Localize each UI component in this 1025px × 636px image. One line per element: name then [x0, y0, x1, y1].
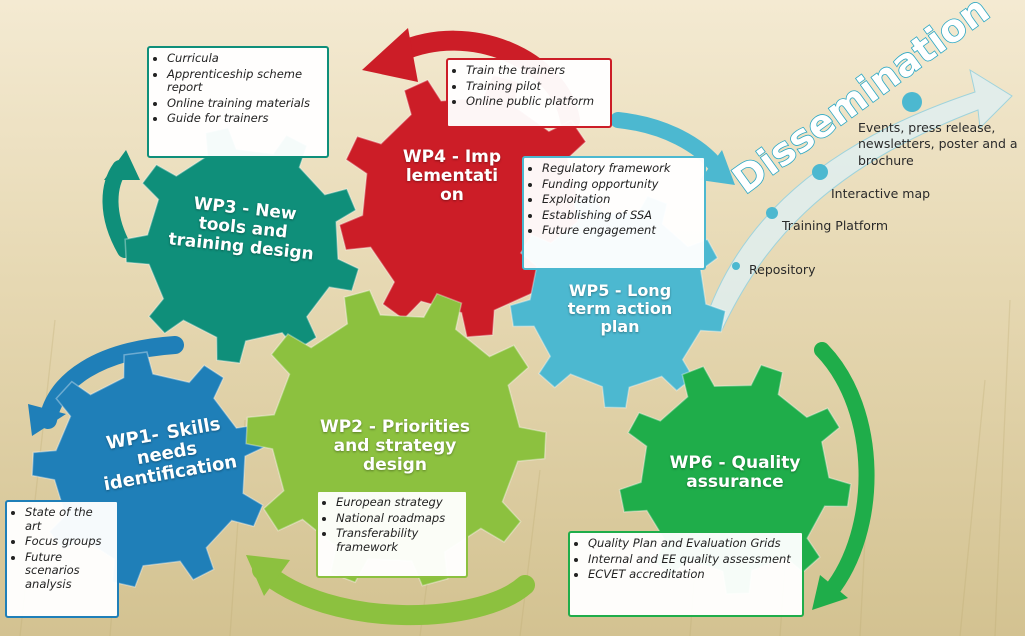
wp2-title: WP2 - Priorities and strategy design [319, 417, 471, 476]
wp6-item: Internal and EE quality assessment [588, 552, 796, 567]
wp5-item: Exploitation [542, 193, 698, 207]
wp3-item: Apprenticeship scheme report [167, 67, 321, 95]
wp6-item: ECVET accreditation [588, 568, 796, 582]
cycle-arrow-cyan [610, 112, 726, 176]
wp3-deliverables: Curricula Apprenticeship scheme report O… [147, 46, 329, 158]
wp6-deliverables: Quality Plan and Evaluation Grids Intern… [568, 531, 804, 617]
wp5-title: WP5 - Long term action plan [567, 281, 673, 336]
wp5-item: Future engagement [542, 224, 698, 238]
wp3-item: Curricula [167, 51, 321, 66]
wp5-item: Funding opportunity [542, 177, 698, 192]
wp1-deliverables: State of the art Focus groups Future sce… [5, 500, 119, 618]
wp6-title: WP6 - Quality assurance [669, 453, 801, 493]
wp1-item: State of the art [25, 505, 111, 533]
wp2-item: European strategy [336, 495, 460, 510]
wp5-item: Establishing of SSA [542, 208, 698, 223]
dissemination-item-interactive-map: Interactive map [831, 186, 931, 201]
wp4-deliverables: Train the trainers Training pilot Online… [446, 58, 612, 128]
cycle-arrow-teal [102, 160, 133, 258]
cycle-arrow-blue [39, 336, 184, 429]
wp4-item: Train the trainers [466, 63, 604, 78]
cycle-arrow-green-head [246, 555, 290, 596]
wp2-item: National roadmaps [336, 511, 460, 526]
cycle-arrow-light-green [814, 342, 875, 600]
dissemination-item-events: Events, press release, newsletters, post… [858, 120, 1018, 168]
dissemination-dot-interactive-map [812, 164, 828, 180]
wp5-deliverables: Regulatory framework Funding opportunity… [522, 156, 706, 270]
cycle-arrow-light-green-head [812, 575, 848, 610]
cycle-arrow-cyan-head [700, 150, 735, 185]
wp5-item: Regulatory framework [542, 161, 698, 176]
wp3-item: Online training materials [167, 96, 321, 111]
dissemination-item-repository: Repository [749, 262, 816, 277]
wp4-item: Online public platform [466, 95, 604, 109]
wp1-item: Focus groups [25, 535, 111, 549]
wp4-item: Training pilot [466, 79, 604, 94]
dissemination-arrow [701, 68, 1013, 331]
dissemination-dot-repository [732, 262, 740, 270]
cycle-arrow-green [252, 560, 535, 625]
wp4-title: WP4 - Implementation [402, 147, 502, 206]
wp2-item: Transferability framework [336, 526, 460, 554]
cycle-arrow-blue-head [28, 404, 66, 436]
wp3-item: Guide for trainers [167, 112, 321, 126]
cycle-arrow-red-head [362, 28, 418, 82]
wp2-deliverables: European strategy National roadmaps Tran… [316, 490, 468, 578]
dissemination-item-training-platform: Training Platform [782, 218, 889, 233]
dissemination-dot-training-platform [766, 207, 778, 219]
dissemination-dot-events [902, 92, 922, 112]
wp6-item: Quality Plan and Evaluation Grids [588, 536, 796, 551]
cycle-arrow-teal-head [104, 150, 140, 180]
wp1-item: Future scenarios analysis [25, 550, 111, 592]
